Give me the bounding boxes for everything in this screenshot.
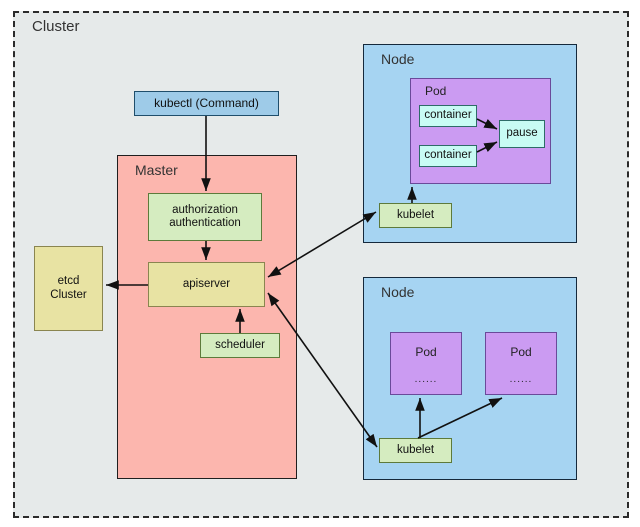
etcd-label-line1: etcd [57, 275, 80, 288]
authentication-label: authentication [169, 217, 241, 229]
pause-container-node[interactable]: pause [499, 120, 545, 148]
pod-detail-dots: ...... [509, 373, 533, 385]
kubelet-node-top[interactable]: kubelet [379, 203, 452, 228]
authorization-authentication-node[interactable]: authorization authentication [148, 193, 262, 241]
pod-node-bottom-2[interactable]: Pod ...... [485, 332, 557, 395]
node-top-label: Node [381, 51, 415, 67]
node-bottom-label: Node [381, 284, 415, 300]
pod-top-label: Pod [425, 84, 447, 98]
cluster-label: Cluster [32, 18, 80, 35]
container-node-2[interactable]: container [419, 145, 477, 167]
pod-detail-dots: ...... [414, 373, 438, 385]
etcd-label-line2: Cluster [50, 288, 87, 301]
apiserver-node[interactable]: apiserver [148, 262, 265, 307]
kubectl-command-node[interactable]: kubectl (Command) [134, 91, 279, 116]
etcd-cluster-node[interactable]: etcd Cluster [34, 246, 103, 331]
kubelet-node-bottom[interactable]: kubelet [379, 438, 452, 463]
scheduler-node[interactable]: scheduler [200, 333, 280, 358]
pod-label: Pod [510, 344, 532, 359]
pod-node-bottom-1[interactable]: Pod ...... [390, 332, 462, 395]
authorization-label: authorization [172, 203, 238, 216]
pod-label: Pod [415, 344, 437, 359]
container-node-1[interactable]: container [419, 105, 477, 127]
master-label: Master [135, 162, 178, 178]
